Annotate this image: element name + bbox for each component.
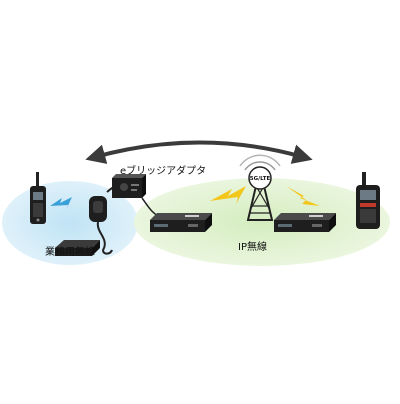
double-arrow-icon <box>85 140 313 164</box>
ip-radio-unit-icon <box>274 213 336 232</box>
ip-handheld-radio-icon <box>356 172 380 229</box>
handheld-radio-icon <box>30 172 46 224</box>
ip-radio-unit-icon <box>150 213 212 232</box>
cell-tower-icon <box>239 154 281 221</box>
lightning-icon <box>210 186 246 204</box>
ip-radio-label: IP無線 <box>238 242 267 253</box>
mobile-radio-icon <box>55 240 100 256</box>
tower-badge: 5G/LTE <box>250 176 271 182</box>
business-radio-label: 業務用無線 <box>45 247 95 258</box>
lightning-icon <box>50 197 72 210</box>
ip-radio-zone <box>134 178 390 266</box>
lightning-icon <box>286 186 320 206</box>
ebridge-adapter-icon <box>112 174 146 198</box>
adapter-label: eブリッジアダプタ <box>120 166 207 177</box>
